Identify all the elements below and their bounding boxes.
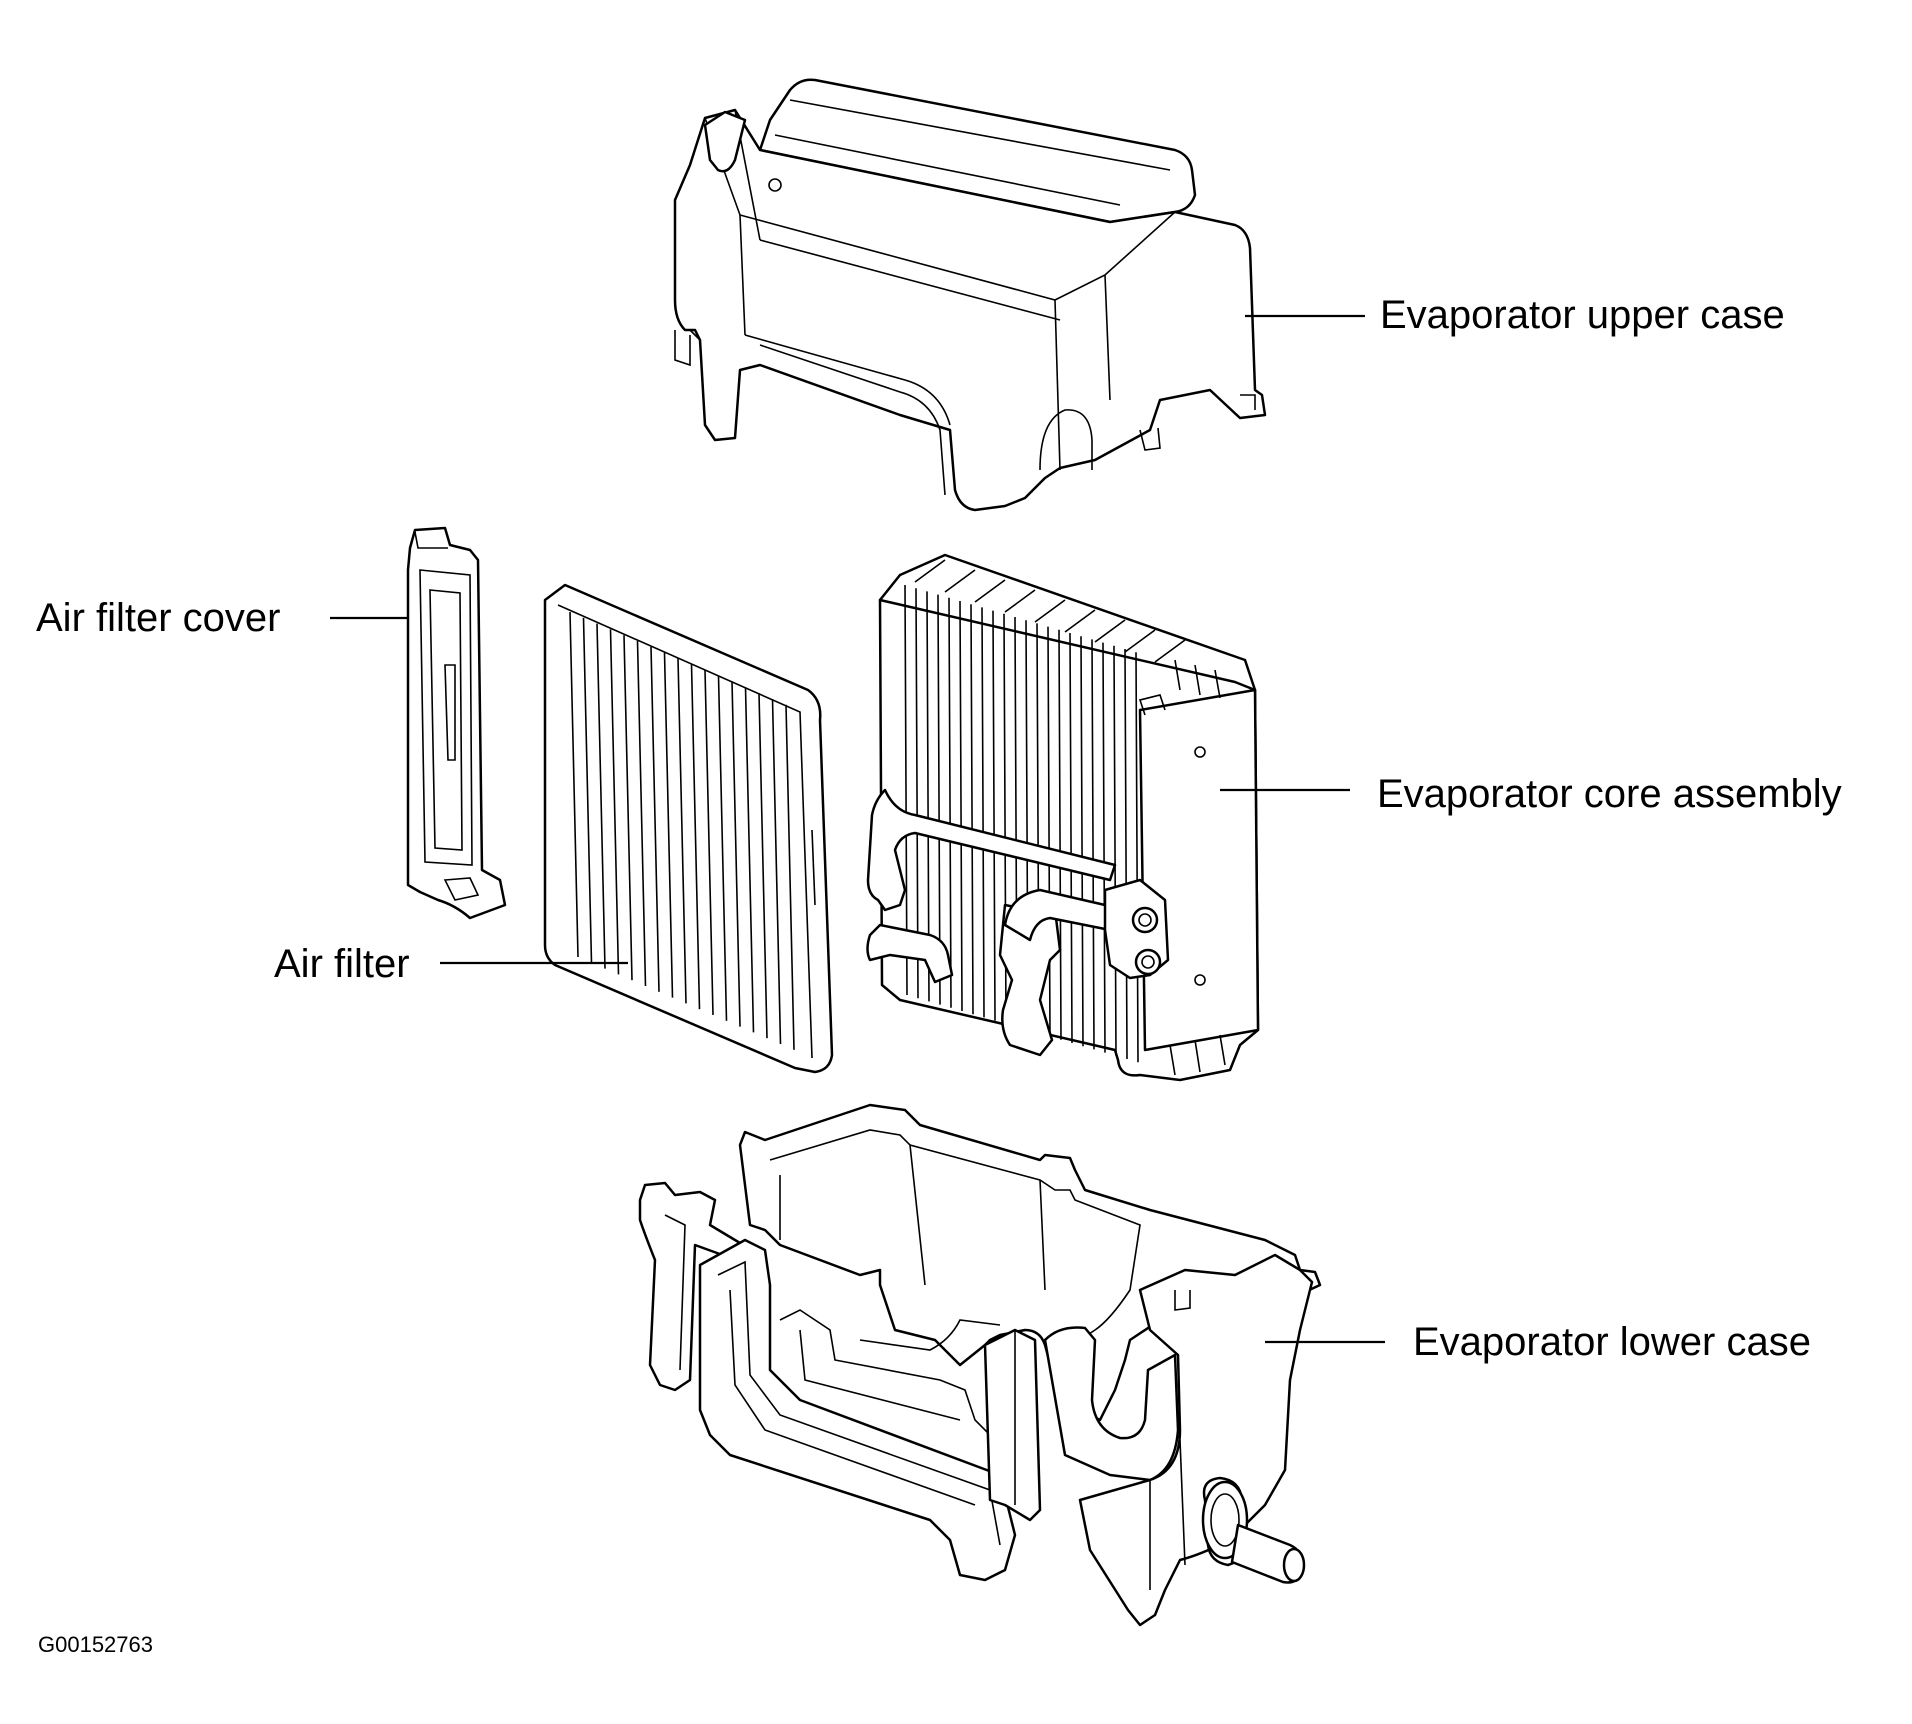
evaporator-core-drawing [866, 553, 1260, 1082]
evaporator-core-assembly-label: Evaporator core assembly [1377, 772, 1842, 816]
air-filter-drawing [543, 583, 834, 1074]
figure-code: G00152763 [38, 1632, 153, 1657]
air-filter-cover-label: Air filter cover [36, 596, 281, 640]
air-filter-label: Air filter [274, 942, 410, 986]
evaporator-upper-case-drawing [673, 78, 1267, 512]
evaporator-upper-case-label: Evaporator upper case [1380, 293, 1785, 337]
air-filter-cover-drawing [406, 526, 507, 920]
evaporator-lower-case-drawing [638, 1103, 1322, 1627]
evaporator-lower-case-label: Evaporator lower case [1413, 1320, 1811, 1364]
